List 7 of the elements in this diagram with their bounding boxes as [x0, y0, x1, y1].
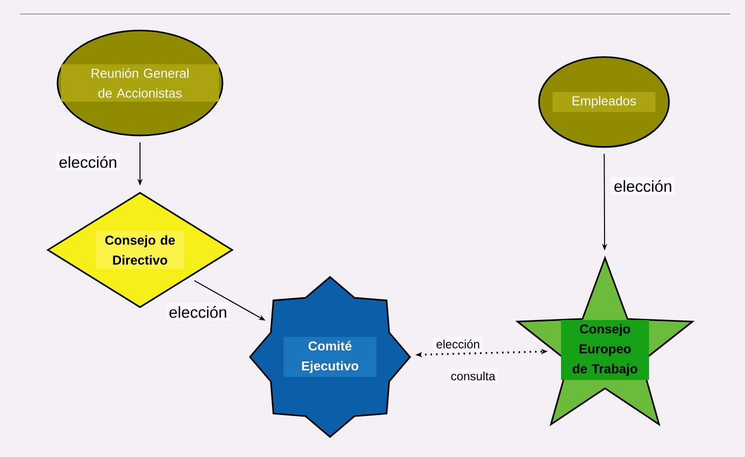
edge-label: elección — [56, 153, 120, 171]
ellipse-node: Empleados — [538, 56, 670, 148]
edge-label: elección — [433, 336, 483, 352]
edge-label: elección — [610, 177, 676, 195]
ellipse-node: Reunión General de Accionistas — [56, 30, 224, 136]
edge-label: elección — [166, 303, 230, 321]
note-text: consulta — [448, 368, 498, 384]
